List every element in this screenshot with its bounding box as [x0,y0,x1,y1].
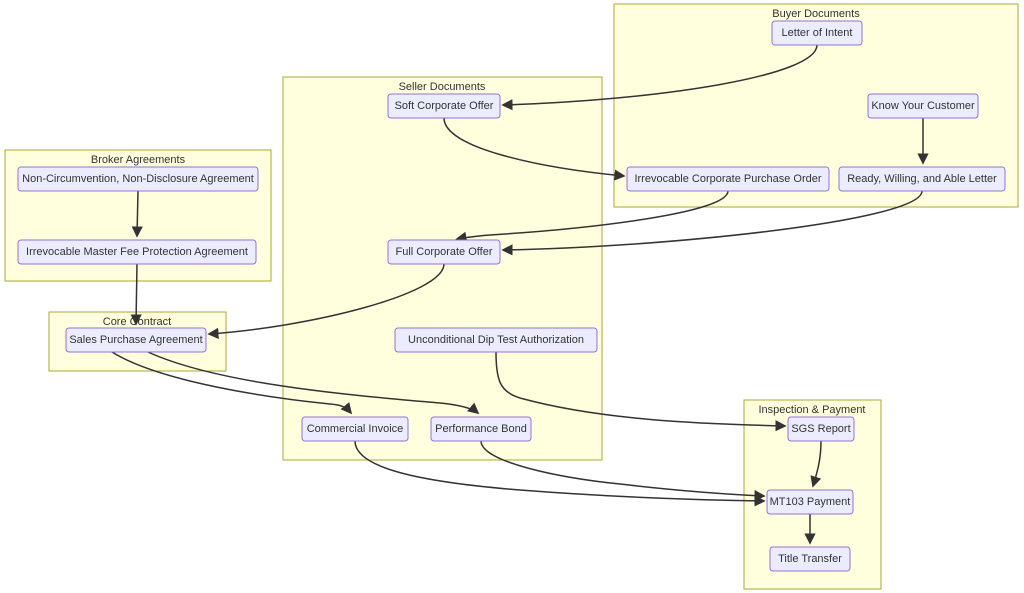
node-soft-corporate-offer: Soft Corporate Offer [387,93,501,119]
cluster-label: Broker Agreements [91,154,186,166]
edge-ci-to-mt103 [354,440,766,507]
node-label: Unconditional Dip Test Authorization [408,334,584,346]
node-title-transfer: Title Transfer [769,546,851,572]
node-know-your-customer: Know Your Customer [867,93,979,119]
edge-spa-to-pb [147,351,480,415]
node-sgs-report: SGS Report [787,416,855,442]
node-box [17,239,257,265]
node-box [17,166,259,192]
node-label: Know Your Customer [871,100,975,112]
node-label: Sales Purchase Agreement [69,334,202,346]
node-box [769,546,851,572]
edge-imfpa-to-spa [130,263,142,326]
node-box [394,327,598,353]
node-unconditional-dip-test-authorization: Unconditional Dip Test Authorization [394,327,598,353]
edge-pb-to-mt103 [480,440,766,502]
node-box [838,166,1006,192]
edge-ncnda-to-imfpa [131,190,143,238]
node-box [626,166,830,192]
node-letter-of-intent: Letter of Intent [771,20,863,46]
cluster-label: Inspection & Payment [758,404,865,416]
cluster-label: Core Contract [103,316,171,328]
edge-udta-to-sgs [495,351,787,432]
node-imfpa: Irrevocable Master Fee Protection Agreem… [17,239,257,265]
node-box [387,239,501,265]
cluster-label: Buyer Documents [772,8,860,20]
cluster-label: Seller Documents [399,81,486,93]
node-label: Performance Bond [435,423,527,435]
node-mt103-payment: MT103 Payment [766,489,854,515]
node-box [787,416,855,442]
edge-icpo-to-fco [455,190,729,243]
node-full-corporate-offer: Full Corporate Offer [387,239,501,265]
node-label: Ready, Willing, and Able Letter [847,173,997,185]
cluster-seller-documents: Seller Documents [282,76,603,461]
node-label: Full Corporate Offer [395,246,492,258]
node-label: Soft Corporate Offer [395,100,494,112]
node-label: Irrevocable Corporate Purchase Order [634,173,821,185]
node-label: Irrevocable Master Fee Protection Agreem… [26,246,248,258]
edge-rwa-to-fco [501,190,923,256]
edge-sgs-to-mt103 [810,440,822,488]
node-label: SGS Report [791,423,850,435]
node-ncnda: Non-Circumvention, Non-Disclosure Agreem… [17,166,259,192]
node-box [430,416,532,442]
edge-fco-to-spa [207,263,445,339]
node-label: Commercial Invoice [307,423,404,435]
node-box [301,416,409,442]
node-label: Non-Circumvention, Non-Disclosure Agreem… [22,173,254,185]
node-label: Letter of Intent [782,27,853,39]
node-commercial-invoice: Commercial Invoice [301,416,409,442]
edge-sco-to-icpo [443,117,626,181]
node-ready-willing-able-letter: Ready, Willing, and Able Letter [838,166,1006,192]
node-sales-purchase-agreement: Sales Purchase Agreement [65,327,207,353]
node-performance-bond: Performance Bond [430,416,532,442]
node-label: Title Transfer [778,553,842,565]
edge-spa-to-ci [111,351,353,415]
node-irrevocable-corporate-purchase-order: Irrevocable Corporate Purchase Order [626,166,830,192]
node-box [387,93,501,119]
node-label: MT103 Payment [770,496,851,508]
node-box [766,489,854,515]
edge-loi-to-sco [501,44,818,111]
node-box [867,93,979,119]
node-box [65,327,207,353]
node-box [771,20,863,46]
